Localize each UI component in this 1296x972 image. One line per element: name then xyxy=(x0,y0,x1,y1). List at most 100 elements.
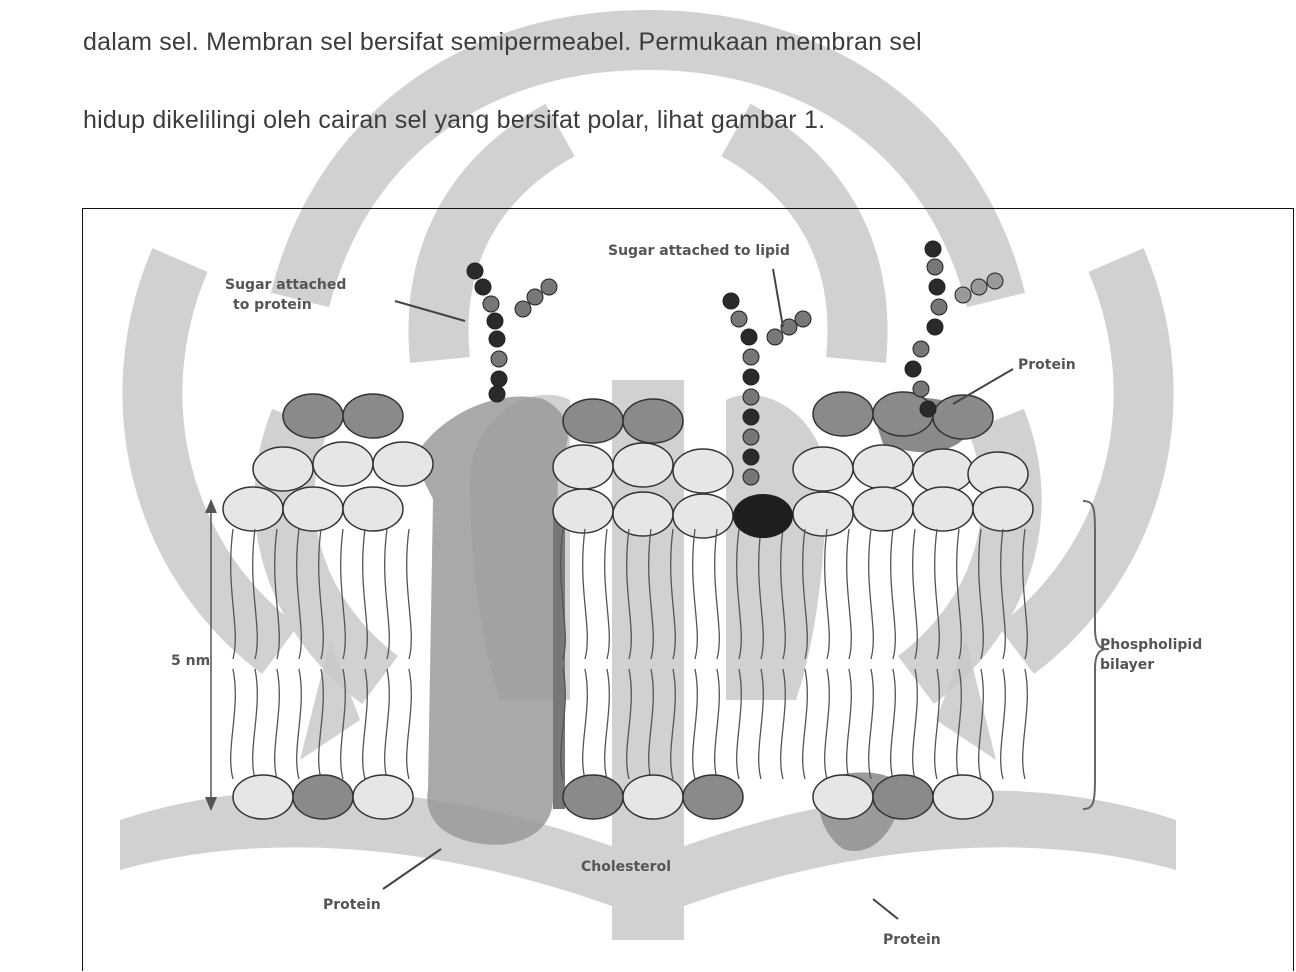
sugar-bead xyxy=(489,386,505,402)
phospholipid-tail xyxy=(913,529,918,779)
label-phospholipid: Phospholipid xyxy=(1100,637,1202,653)
phospholipid-tail xyxy=(759,529,764,779)
phospholipid-head xyxy=(563,775,623,819)
label-cholesterol: Cholesterol xyxy=(581,859,671,875)
phospholipid-head xyxy=(313,442,373,486)
phospholipid-head xyxy=(343,487,403,531)
phospholipid-tail xyxy=(715,529,720,779)
body-text-line-2: hidup dikelilingi oleh cairan sel yang b… xyxy=(83,106,825,135)
phospholipid-tail xyxy=(1001,529,1006,779)
phospholipid-head xyxy=(353,775,413,819)
phospholipid-head xyxy=(793,492,853,536)
sugar-bead xyxy=(483,296,499,312)
phospholipid-head xyxy=(683,775,743,819)
sugar-bead xyxy=(913,341,929,357)
sugar-bead xyxy=(931,299,947,315)
sugar-bead xyxy=(743,349,759,365)
phospholipid-tail xyxy=(825,529,830,779)
label-scale-5nm: 5 nm xyxy=(171,653,210,669)
phospholipid-tail xyxy=(605,529,610,779)
phospholipid-tail xyxy=(297,529,302,779)
sugar-bead xyxy=(913,381,929,397)
cholesterol-head xyxy=(733,494,793,538)
phospholipid-tails xyxy=(231,529,1028,779)
phospholipid-head xyxy=(673,494,733,538)
phospholipid-tail xyxy=(319,529,324,779)
sugar-bead xyxy=(743,469,759,485)
phospholipid-tail xyxy=(275,529,280,779)
phospholipid-head xyxy=(623,775,683,819)
phospholipid-tail xyxy=(385,529,390,779)
phospholipid-head xyxy=(233,775,293,819)
phospholipid-tail xyxy=(671,529,676,779)
sugar-bead xyxy=(541,279,557,295)
sugar-bead xyxy=(905,361,921,377)
sugar-bead xyxy=(731,311,747,327)
sugar-bead xyxy=(527,289,543,305)
sugar-bead xyxy=(743,369,759,385)
label-sugar-attached-protein-2: to protein xyxy=(233,297,312,313)
sugar-bead xyxy=(925,241,941,257)
phospholipid-tail xyxy=(363,529,368,779)
phospholipid-tail xyxy=(891,529,896,779)
phospholipid-tail xyxy=(693,529,698,779)
phospholipid-head xyxy=(613,443,673,487)
phospholipid-tail xyxy=(583,529,588,779)
sugar-bead xyxy=(743,409,759,425)
sugar-bead xyxy=(515,301,531,317)
phospholipid-head xyxy=(613,492,673,536)
phospholipid-head xyxy=(813,775,873,819)
label-protein-bottom-left: Protein xyxy=(323,897,381,913)
phospholipid-tail xyxy=(781,529,786,779)
sugar-bead xyxy=(475,279,491,295)
arrow-sugar-protein xyxy=(395,301,465,321)
phospholipid-tail xyxy=(935,529,940,779)
cell-membrane-diagram: Sugar attached to protein Sugar attached… xyxy=(83,209,1295,972)
sugar-bead xyxy=(487,313,503,329)
sugar-bead xyxy=(491,371,507,387)
phospholipid-tail xyxy=(847,529,852,779)
transmembrane-protein-left xyxy=(413,397,568,845)
phospholipid-head xyxy=(283,394,343,438)
phospholipid-head xyxy=(553,489,613,533)
sugar-bead xyxy=(955,287,971,303)
label-protein-top: Protein xyxy=(1018,357,1076,373)
phospholipid-tail xyxy=(627,529,632,779)
sugar-bead xyxy=(489,331,505,347)
label-sugar-attached-lipid: Sugar attached to lipid xyxy=(608,243,790,259)
sugar-bead xyxy=(743,389,759,405)
sugar-bead xyxy=(723,293,739,309)
label-protein-bottom-right: Protein xyxy=(883,932,941,948)
sugar-bead xyxy=(920,401,936,417)
phospholipid-head xyxy=(853,487,913,531)
phospholipid-tail xyxy=(979,529,984,779)
sugar-bead xyxy=(743,429,759,445)
phospholipid-tail xyxy=(737,529,742,779)
phospholipid-head xyxy=(913,487,973,531)
arrow-sugar-lipid xyxy=(773,269,783,327)
sugar-bead xyxy=(781,319,797,335)
phospholipid-head xyxy=(813,392,873,436)
sugar-bead xyxy=(491,351,507,367)
phospholipid-head xyxy=(673,449,733,493)
phospholipid-tail xyxy=(341,529,346,779)
phospholipid-tail xyxy=(869,529,874,779)
label-sugar-attached-protein-1: Sugar attached xyxy=(225,277,346,293)
phospholipid-heads-top xyxy=(223,392,1033,538)
phospholipid-head xyxy=(563,399,623,443)
sugar-bead xyxy=(987,273,1003,289)
phospholipid-tail xyxy=(803,529,808,779)
sugar-bead xyxy=(795,311,811,327)
phospholipid-tail xyxy=(1023,529,1028,779)
phospholipid-tail xyxy=(407,529,412,779)
sugar-bead xyxy=(467,263,483,279)
phospholipid-head xyxy=(373,442,433,486)
sugar-bead xyxy=(929,279,945,295)
phospholipid-head xyxy=(623,399,683,443)
arrow-protein-top xyxy=(953,369,1013,404)
sugar-bead xyxy=(927,319,943,335)
phospholipid-head xyxy=(293,775,353,819)
body-text-line-1: dalam sel. Membran sel bersifat semiperm… xyxy=(83,28,922,57)
phospholipid-head xyxy=(223,487,283,531)
sugar-bead xyxy=(767,329,783,345)
